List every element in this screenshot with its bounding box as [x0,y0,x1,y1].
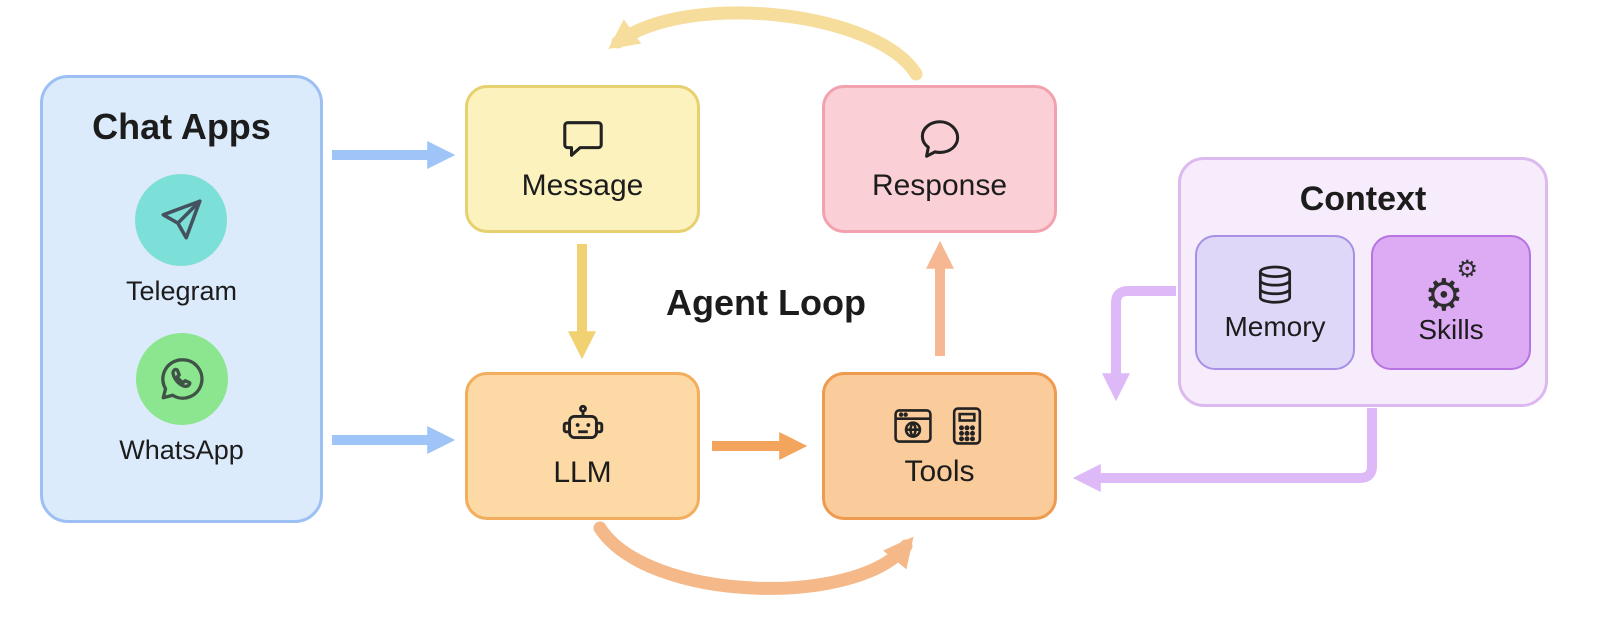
database-icon [1258,265,1292,304]
arrow-context-to-tools-elbow-down [1102,286,1176,402]
tools-icons [891,404,989,448]
context-title: Context [1299,180,1427,218]
chat-apps-panel: Chat Apps Telegram WhatsApp [40,75,323,523]
telegram-label: Telegram [125,276,238,306]
llm-label: LLM [553,455,612,489]
arrow-llm-to-tools-curve [593,521,914,595]
whatsapp-app: WhatsApp [119,333,244,466]
message-node: Message [465,85,700,233]
message-bubble-icon [560,116,606,162]
response-node: Response [822,85,1057,233]
robot-icon [560,403,606,449]
browser-globe-icon [893,408,932,443]
tools-label: Tools [904,454,975,488]
whatsapp-label: WhatsApp [119,435,244,465]
arrow-context-to-tools-elbow-left [1072,408,1377,492]
arrow-response-to-message-curve [608,6,923,81]
telegram-app: Telegram [126,174,237,307]
memory-label: Memory [1224,310,1326,342]
tools-node: Tools [822,372,1057,520]
context-panel: Context Memory ⚙ ⚙ Skills [1178,157,1548,407]
telegram-icon [135,174,228,266]
response-label: Response [871,168,1008,202]
skills-node: ⚙ ⚙ Skills [1371,235,1531,370]
agent-loop-label: Agent Loop [666,282,866,323]
calculator-icon [952,406,981,445]
whatsapp-icon [135,333,228,425]
memory-node: Memory [1195,235,1355,370]
chat-apps-title: Chat Apps [92,106,271,147]
context-items: Memory ⚙ ⚙ Skills [1195,235,1531,370]
llm-node: LLM [465,372,700,520]
message-label: Message [521,168,644,202]
skills-label: Skills [1418,313,1484,345]
response-bubble-icon [917,116,963,162]
gears-icon: ⚙ ⚙ [1424,255,1478,320]
